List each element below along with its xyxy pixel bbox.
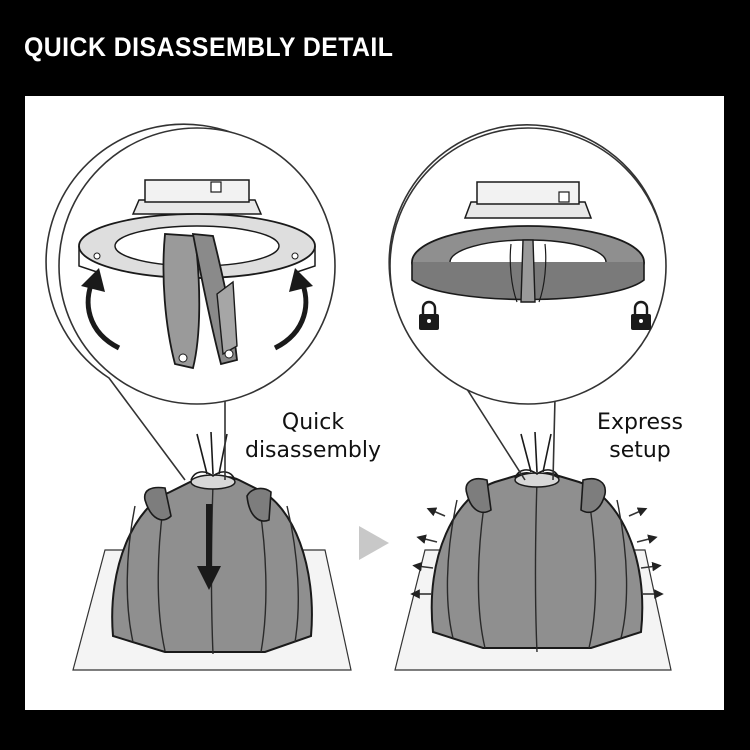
illustration-svg — [45, 123, 672, 671]
illustration-panel: Quick disassembly Express setup — [25, 96, 724, 710]
left-caption: Quick disassembly — [233, 409, 393, 465]
down-arrow-icon — [197, 504, 221, 590]
right-caption: Express setup — [580, 409, 700, 465]
right-softbox — [430, 431, 644, 653]
curved-arrow-icon — [289, 268, 313, 292]
lock-icon — [419, 300, 439, 330]
left-speedring — [78, 179, 316, 370]
right-caption-line1: Express — [597, 410, 683, 435]
banner-title: QUICK DISASSEMBLY DETAIL — [24, 32, 394, 62]
left-caption-line2: disassembly — [244, 438, 381, 463]
left-scene — [45, 123, 352, 671]
curved-arrow-icon — [81, 268, 105, 292]
expand-arrow-icon — [410, 507, 446, 599]
next-step-arrow-icon — [359, 526, 389, 560]
expand-arrow-icon — [628, 507, 664, 599]
right-caption-line2: setup — [609, 438, 671, 463]
left-softbox — [111, 431, 313, 655]
right-speedring — [411, 181, 645, 303]
left-caption-line1: Quick — [281, 410, 345, 435]
right-scene — [388, 124, 672, 671]
lock-icon — [631, 300, 651, 330]
